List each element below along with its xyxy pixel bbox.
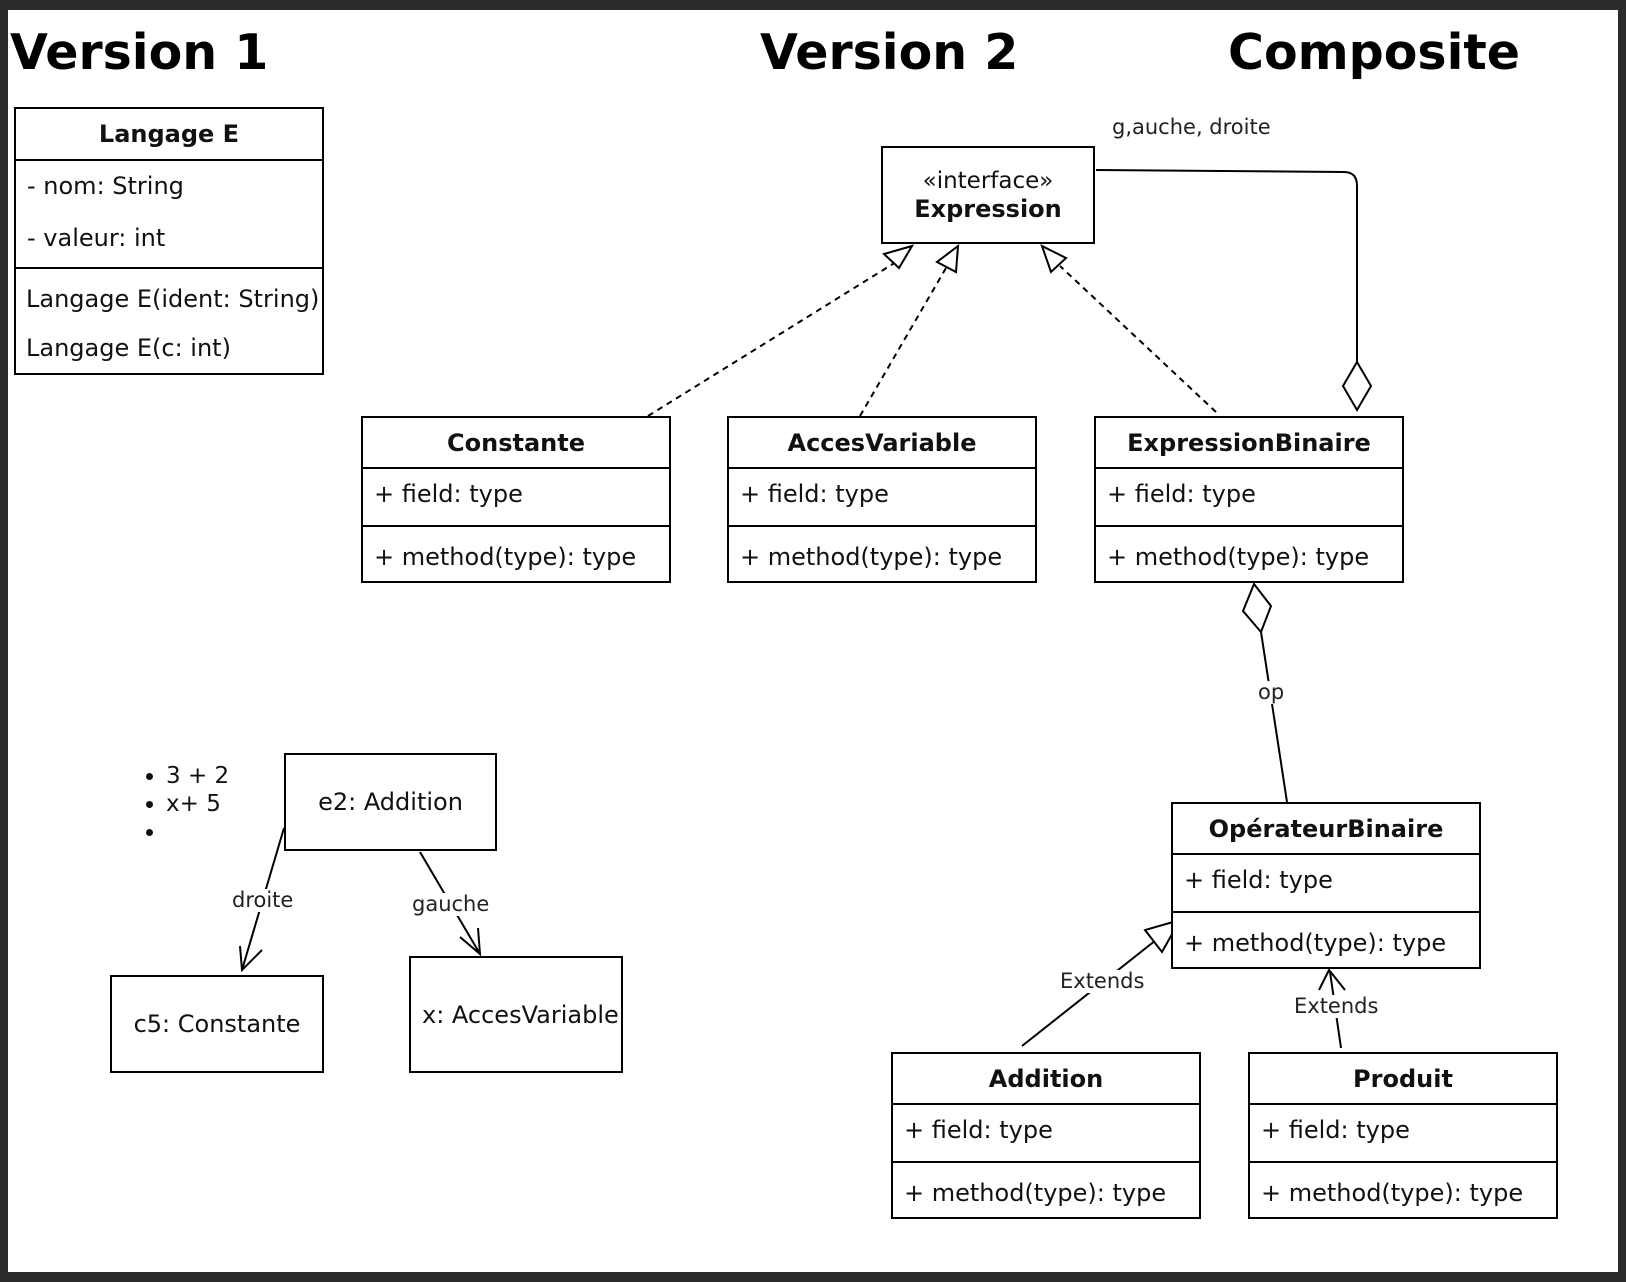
- generalization-produit-arrowhead: [1318, 968, 1346, 991]
- aggregation-gauche-droite-line: [1095, 169, 1358, 362]
- field-row: + field: type: [1250, 1105, 1556, 1163]
- bullet-item: 3 + 2: [166, 762, 229, 790]
- class-name: Addition: [893, 1054, 1199, 1105]
- bullet-item: x+ 5: [166, 790, 229, 818]
- class-expressionbinaire: ExpressionBinaire + field: type + method…: [1094, 416, 1404, 583]
- class-name: ExpressionBinaire: [1096, 418, 1402, 469]
- realization-constante-line: [647, 261, 897, 417]
- field-row: + field: type: [1096, 469, 1402, 527]
- label-gauche-droite: g,auche, droite: [1110, 115, 1273, 140]
- interface-name: Expression: [914, 195, 1062, 223]
- method-row: + method(type): type: [740, 543, 1003, 571]
- bullet-item: [166, 818, 229, 846]
- label-gauche: gauche: [410, 892, 492, 917]
- class-operateurbinaire: OpérateurBinaire + field: type + method(…: [1171, 802, 1481, 969]
- label-extends-produit: Extends: [1292, 994, 1381, 1019]
- label-droite: droite: [230, 888, 296, 913]
- heading-version-2: Version 2: [760, 24, 1019, 81]
- method-row: + method(type): type: [1107, 543, 1370, 571]
- aggregation-op-line: [1260, 631, 1288, 803]
- interface-expression: «interface» Expression: [881, 146, 1095, 244]
- label-extends-addition: Extends: [1058, 969, 1147, 994]
- class-name: Constante: [363, 418, 669, 469]
- realization-accesvariable-arrowhead: [935, 243, 960, 274]
- method-row: Langage E(ident: String): [26, 285, 320, 313]
- aggregation-op-diamond: [1241, 582, 1273, 634]
- method-row: + method(type): type: [1261, 1179, 1524, 1207]
- object-x: x: AccesVariable: [409, 956, 623, 1073]
- field-row: + field: type: [729, 469, 1035, 527]
- class-addition: Addition + field: type + method(type): t…: [891, 1052, 1201, 1219]
- stereotype-label: «interface»: [922, 168, 1054, 194]
- realization-expressionbinaire-arrowhead: [1040, 244, 1068, 274]
- class-accesvariable: AccesVariable + field: type + method(typ…: [727, 416, 1037, 583]
- realization-expressionbinaire-line: [1059, 265, 1217, 413]
- class-constante: Constante + field: type + method(type): …: [361, 416, 671, 583]
- attribute-row: - valeur: int: [27, 224, 166, 252]
- method-row: Langage E(c: int): [26, 334, 231, 362]
- realization-constante-arrowhead: [882, 244, 915, 270]
- link-droite-arrowhead: [239, 945, 263, 973]
- class-produit: Produit + field: type + method(type): ty…: [1248, 1052, 1558, 1219]
- field-row: + field: type: [893, 1105, 1199, 1163]
- method-row: + method(type): type: [904, 1179, 1167, 1207]
- object-c5: c5: Constante: [110, 975, 324, 1073]
- heading-composite: Composite: [1228, 24, 1521, 81]
- class-name: Produit: [1250, 1054, 1556, 1105]
- field-row: + field: type: [363, 469, 669, 527]
- method-row: + method(type): type: [374, 543, 637, 571]
- class-langage-e: Langage E - nom: String - valeur: int La…: [14, 107, 324, 375]
- field-row: + field: type: [1173, 855, 1479, 913]
- attribute-row: - nom: String: [27, 172, 184, 200]
- method-row: + method(type): type: [1184, 929, 1447, 957]
- heading-version-1: Version 1: [10, 24, 269, 81]
- aggregation-gauche-droite-diamond: [1341, 360, 1373, 412]
- class-name: AccesVariable: [729, 418, 1035, 469]
- object-e2: e2: Addition: [284, 753, 497, 851]
- example-bullets: 3 + 2 x+ 5: [138, 762, 229, 846]
- link-gauche-arrowhead: [459, 927, 482, 957]
- class-name: Langage E: [16, 109, 322, 161]
- realization-accesvariable-line: [859, 267, 947, 417]
- class-name: OpérateurBinaire: [1173, 804, 1479, 855]
- label-op: op: [1256, 680, 1287, 705]
